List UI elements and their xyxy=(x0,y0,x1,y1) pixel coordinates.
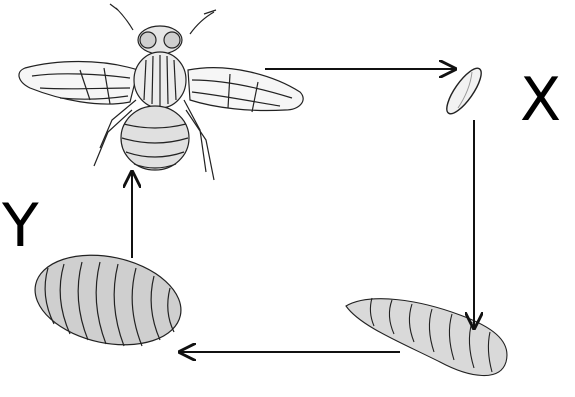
left-wing xyxy=(19,62,138,105)
adult-fly-illustration xyxy=(19,4,303,180)
fly-abdomen xyxy=(121,106,189,170)
egg-illustration xyxy=(441,64,487,119)
label-y: Y xyxy=(2,196,39,256)
larva-illustration xyxy=(346,298,507,376)
pupa-illustration xyxy=(27,243,190,358)
right-wing xyxy=(188,68,303,111)
label-x: X xyxy=(520,70,561,130)
